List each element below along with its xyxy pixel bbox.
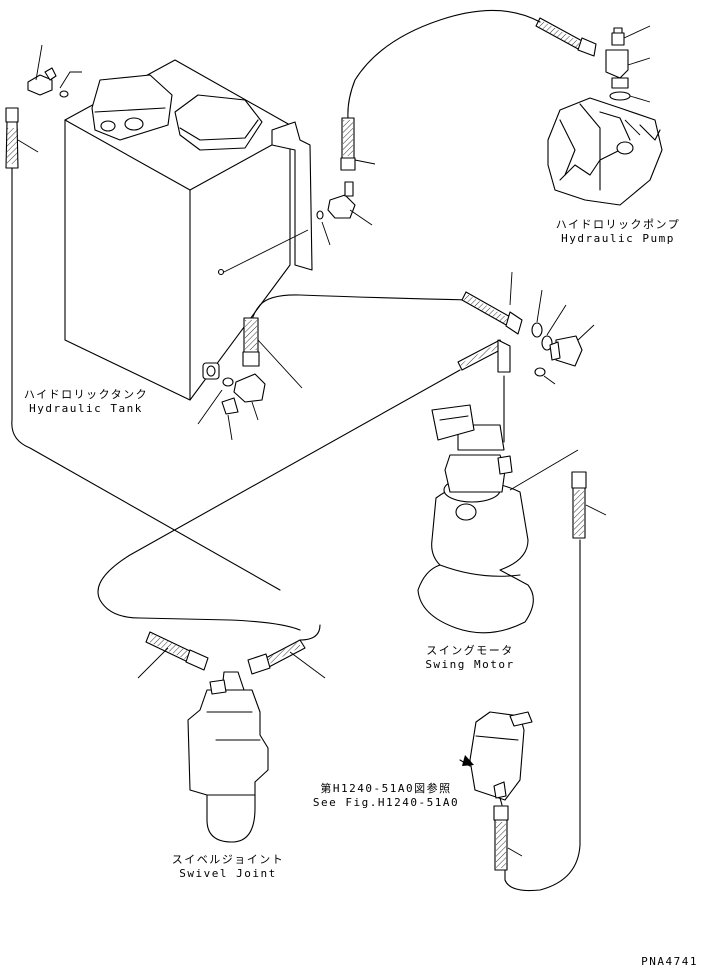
swivel-joint-label-jp: スイベルジョイント [171,853,285,866]
swing-motor-hose-upper [251,271,595,385]
tank-return-hose-end [5,107,39,169]
hydraulic-tank-label: ハイドロリックタンク Hydraulic Tank [16,388,156,416]
swing-motor-drain-hose [504,471,607,892]
hydraulic-pump-label: ハイドロリックポンプ Hydraulic Pump [548,218,688,246]
tank-mid-hose [242,317,303,389]
swivel-hose-left [137,631,209,679]
see-fig-reference-label: 第H1240-51A0図参照 See Fig.H1240-51A0 [300,782,472,810]
swing-motor-to-swivel-hose [97,339,511,631]
hydraulic-tank-label-en: Hydraulic Tank [29,402,143,415]
referenced-valve [459,711,533,871]
hydraulic-pump-label-jp: ハイドロリックポンプ [555,218,681,231]
swivel-joint-label: スイベルジョイント Swivel Joint [160,853,296,881]
swing-motor [417,404,579,634]
hydraulic-tank [64,59,313,401]
see-fig-reference-jp: 第H1240-51A0図参照 [320,782,452,795]
hydraulic-tank-label-jp: ハイドロリックタンク [23,388,149,401]
drawing-code: PNA4741 [641,955,698,968]
tank-suction-elbow [223,181,373,273]
swivel-joint-label-en: Swivel Joint [179,867,277,880]
tank-return-line [11,167,281,591]
hydraulic-pump-label-en: Hydraulic Pump [561,232,675,245]
swing-motor-label-en: Swing Motor [425,658,515,671]
pump-suction-hose [340,9,541,171]
swing-motor-label-jp: スイングモータ [426,644,514,657]
hydraulic-pump [547,97,663,206]
tank-top-elbow-fitting [27,44,82,98]
swing-motor-label: スイングモータ Swing Motor [410,644,530,672]
swivel-joint [187,671,269,843]
swivel-hose-right [247,624,326,679]
pump-fitting-stack [605,25,651,136]
pump-hose-fitting [535,17,597,57]
tank-drain-fitting [197,373,266,441]
see-fig-reference-en: See Fig.H1240-51A0 [312,796,460,809]
